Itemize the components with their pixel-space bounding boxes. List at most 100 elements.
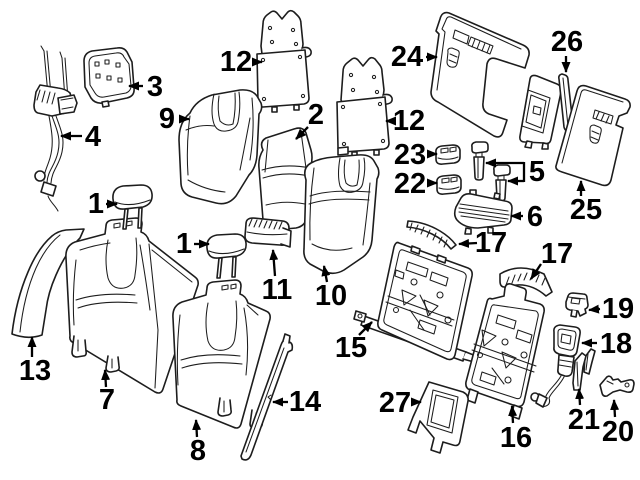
callout-23: 23 xyxy=(394,139,438,171)
part-13-side-trim xyxy=(11,228,85,339)
callout-arrow xyxy=(458,238,478,248)
callout-20: 20 xyxy=(602,399,634,448)
callout-number: 4 xyxy=(85,121,101,153)
callout-1: 1 xyxy=(88,188,118,220)
part-9-backrest-pad-left xyxy=(178,89,263,205)
callout-number: 22 xyxy=(394,168,426,200)
callout-arrow xyxy=(610,399,620,418)
callout-number: 1 xyxy=(176,228,192,260)
callout-arrow xyxy=(269,249,279,277)
callout-12: 12 xyxy=(385,105,425,137)
callout-number: 1 xyxy=(88,188,104,220)
part-14-trim-strip xyxy=(240,333,294,461)
callout-3: 3 xyxy=(128,71,163,103)
part-24-back-panel-large xyxy=(430,11,530,138)
callout-17: 17 xyxy=(458,227,507,259)
callout-number: 9 xyxy=(159,103,175,135)
callout-arrow xyxy=(321,265,331,283)
part-8-seat-cover-right xyxy=(172,279,271,429)
part-2-armrest-cushion xyxy=(258,127,313,231)
callout-19: 19 xyxy=(588,293,634,325)
callout-22: 22 xyxy=(394,168,438,200)
callout-5: 5 xyxy=(485,156,545,188)
part-27-trim-bezel xyxy=(407,381,469,454)
part-12-backrest-bracket-left xyxy=(256,9,312,113)
callout-11: 11 xyxy=(262,249,293,306)
callout-number: 18 xyxy=(600,328,632,360)
callout-number: 25 xyxy=(570,194,602,226)
callout-number: 24 xyxy=(391,41,423,73)
callout-number: 17 xyxy=(475,227,507,259)
callout-number: 6 xyxy=(527,201,543,233)
callout-15: 15 xyxy=(335,321,373,364)
callout-number: 7 xyxy=(99,384,115,416)
part-21-brackets xyxy=(572,348,596,391)
callout-number: 12 xyxy=(393,105,425,137)
callout-number: 2 xyxy=(308,99,324,131)
part-5-bolts xyxy=(471,141,511,202)
part-23-clip xyxy=(435,144,461,165)
part-1-headrest-left xyxy=(112,184,153,230)
callout-number: 5 xyxy=(529,156,545,188)
callout-16: 16 xyxy=(500,405,532,454)
callout-number: 8 xyxy=(190,435,206,467)
callout-number: 21 xyxy=(568,404,600,436)
callout-arrow xyxy=(101,369,111,388)
callout-arrow xyxy=(530,263,542,280)
callout-4: 4 xyxy=(60,121,101,153)
part-15-seat-frame-left xyxy=(353,241,479,363)
callout-number: 23 xyxy=(394,139,426,171)
part-18-release-latch xyxy=(530,324,581,408)
callout-number: 27 xyxy=(379,387,411,419)
part-22-clip xyxy=(436,174,462,195)
callout-number: 26 xyxy=(551,26,583,58)
callout-1: 1 xyxy=(176,228,210,260)
callout-number: 14 xyxy=(289,386,321,418)
callout-arrow xyxy=(295,126,309,140)
callout-arrow xyxy=(192,419,202,438)
callout-number: 19 xyxy=(602,293,634,325)
callout-17: 17 xyxy=(530,238,573,280)
callout-arrow xyxy=(575,388,585,406)
callout-number: 3 xyxy=(147,71,163,103)
callout-number: 11 xyxy=(262,274,293,306)
part-25-back-panel-right xyxy=(555,84,631,187)
callout-14: 14 xyxy=(272,386,321,418)
part-4-latch-cable-assembly xyxy=(33,45,78,212)
callout-number: 16 xyxy=(500,422,532,454)
callout-7: 7 xyxy=(99,369,115,416)
callout-9: 9 xyxy=(159,103,190,135)
callout-6: 6 xyxy=(510,201,543,233)
callout-number: 12 xyxy=(220,46,252,78)
part-3-side-bracket xyxy=(83,47,135,108)
callout-21: 21 xyxy=(568,388,600,436)
callout-2: 2 xyxy=(295,99,324,140)
callout-number: 15 xyxy=(335,332,367,364)
callout-18: 18 xyxy=(581,328,632,360)
part-12-backrest-bracket-right xyxy=(336,56,393,158)
callout-number: 10 xyxy=(315,280,347,312)
part-7-seat-cover-left xyxy=(65,217,199,394)
callout-number: 17 xyxy=(541,238,573,270)
callout-12: 12 xyxy=(220,46,263,78)
callout-13: 13 xyxy=(19,336,51,387)
callout-25: 25 xyxy=(570,180,602,226)
part-11-armrest-pad xyxy=(244,217,292,248)
callout-arrow xyxy=(358,321,373,336)
part-1-headrest-right xyxy=(206,233,247,279)
part-17-trim-strip-left xyxy=(406,220,457,250)
part-6-center-bracket xyxy=(453,189,513,235)
part-20-bracket xyxy=(599,375,635,397)
callout-24: 24 xyxy=(391,41,438,73)
callout-26: 26 xyxy=(551,26,583,73)
callout-8: 8 xyxy=(190,419,206,467)
callout-27: 27 xyxy=(379,387,422,419)
part-19-clip xyxy=(565,292,589,318)
callout-arrow xyxy=(508,405,518,424)
part-10-backrest-pad-right xyxy=(303,146,380,275)
callout-arrow xyxy=(588,304,601,314)
center-back-panel xyxy=(519,74,562,150)
